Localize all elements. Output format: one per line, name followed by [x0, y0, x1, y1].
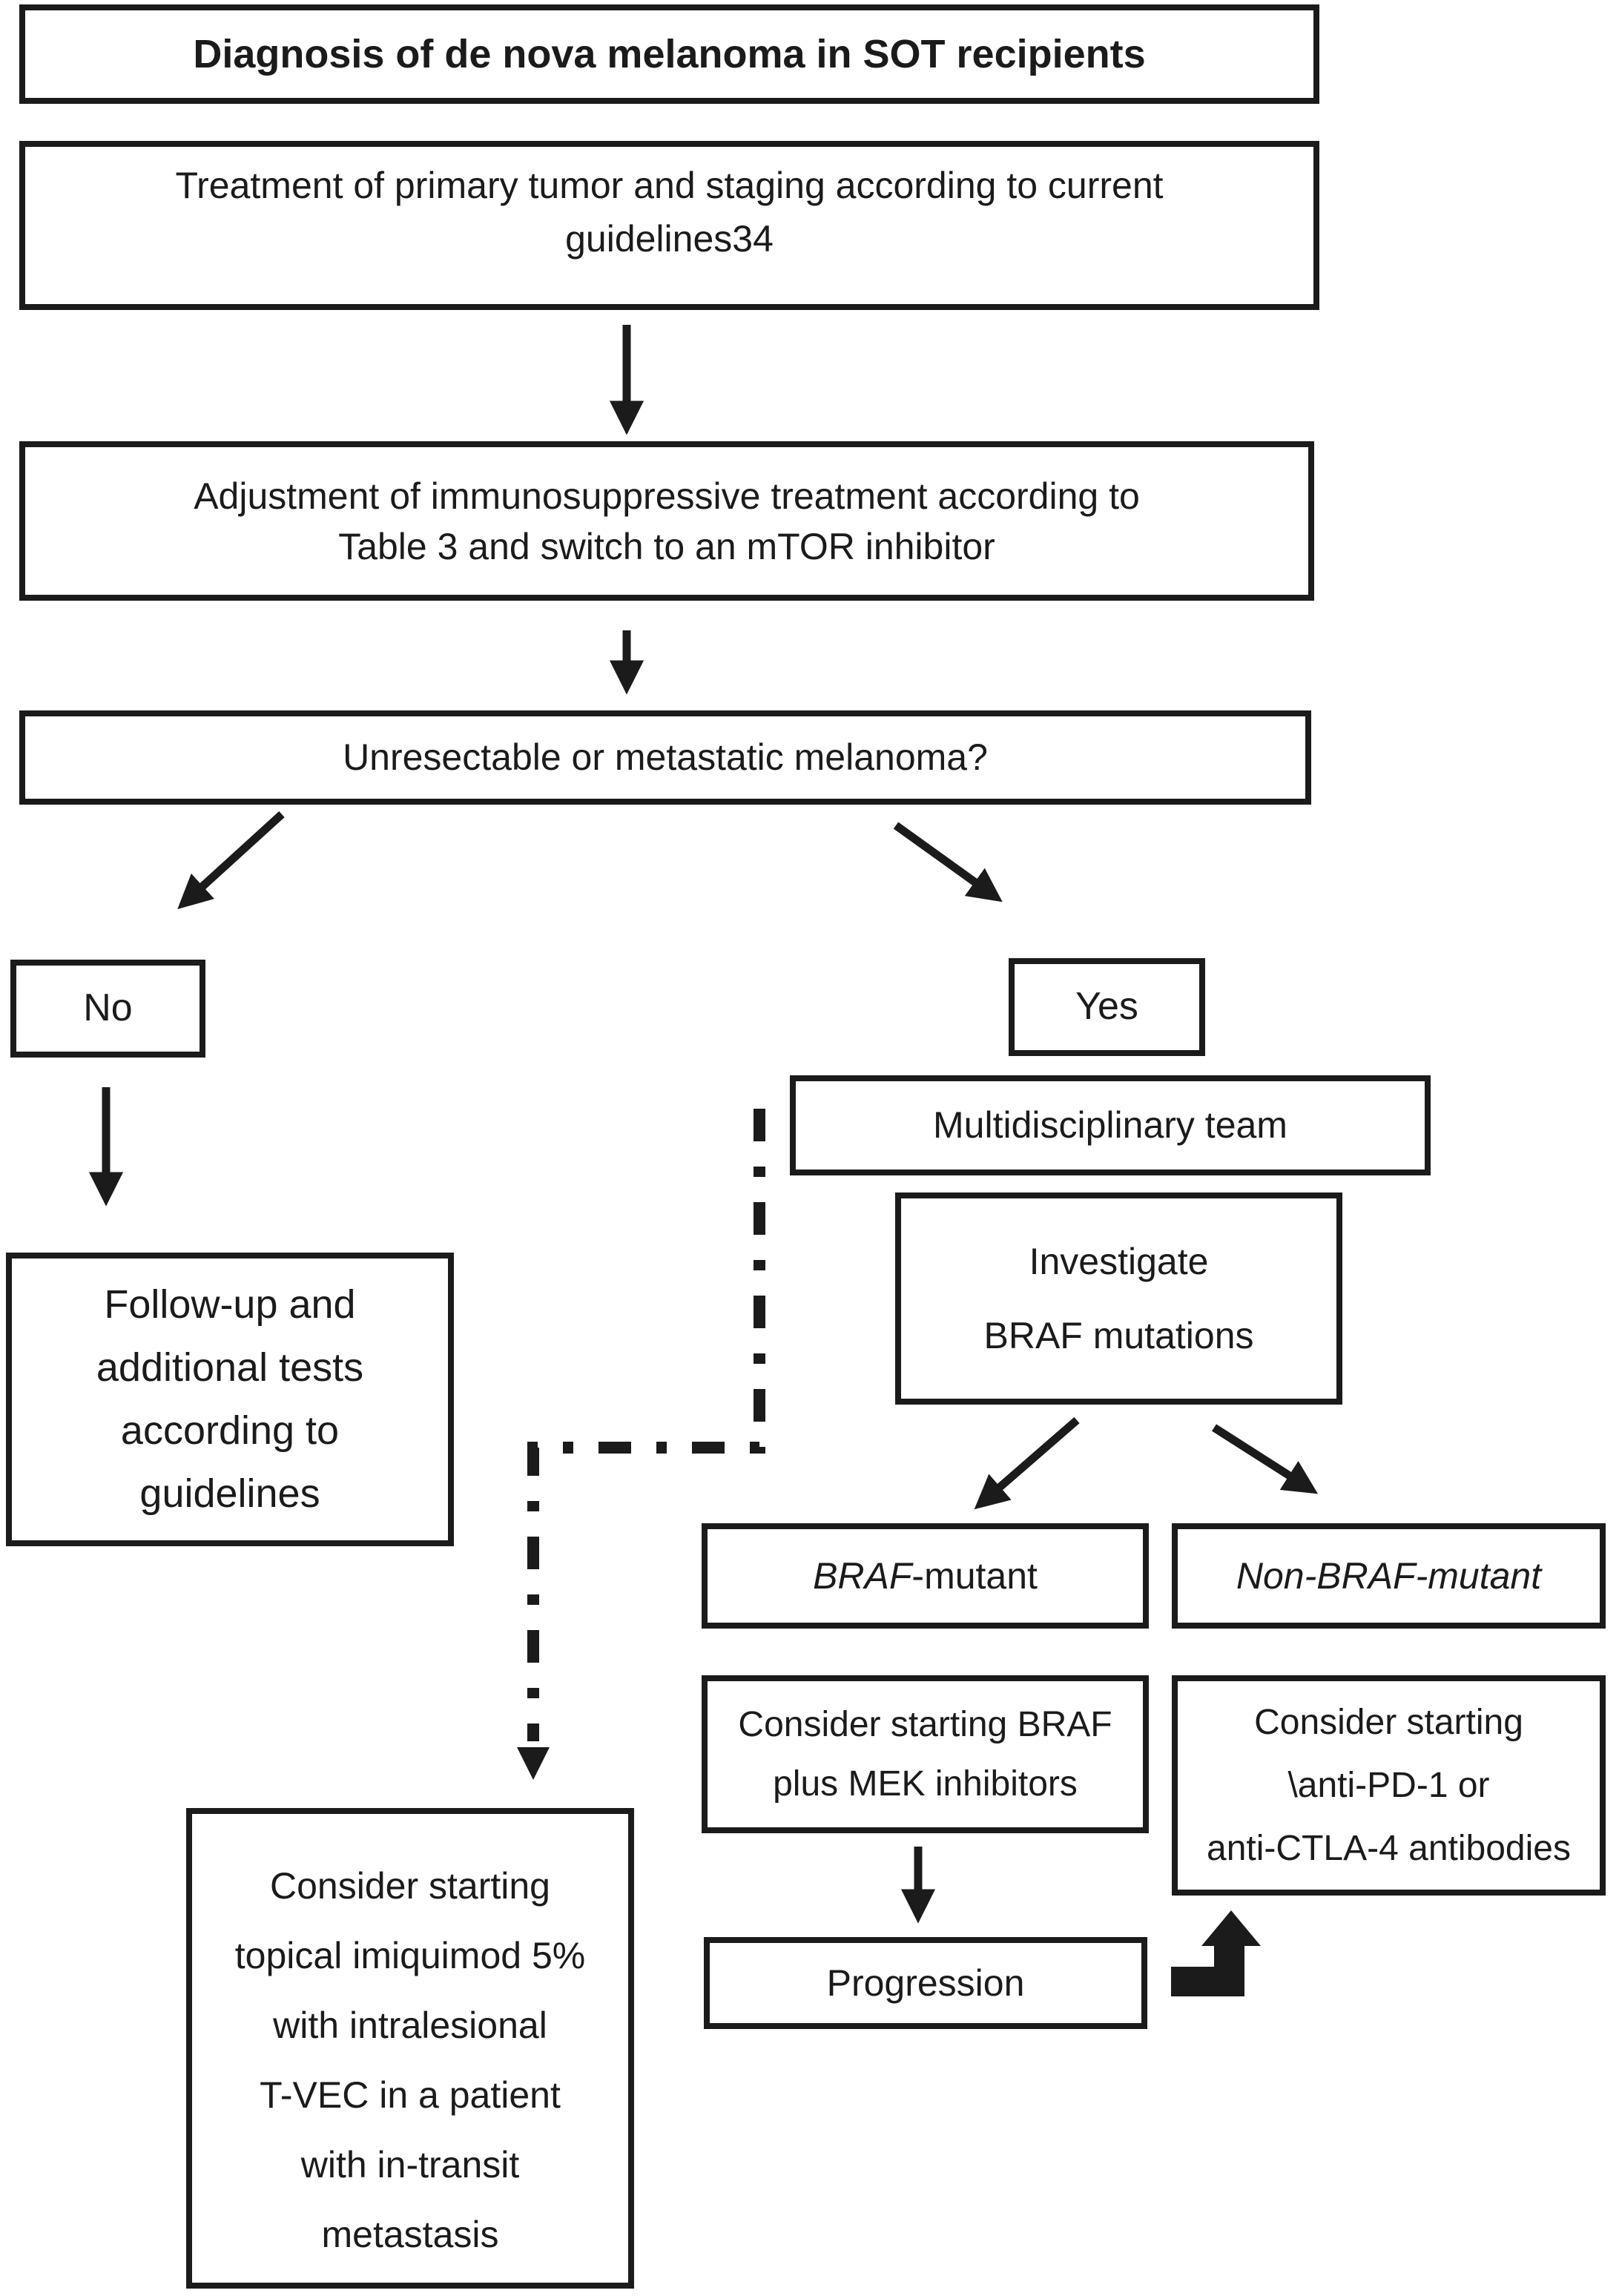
imiquimod-line-2: topical imiquimod 5% [234, 1935, 586, 1976]
consider-braf-mek-box: Consider starting BRAF plus MEK inhibito… [702, 1675, 1149, 1833]
investigate-braf-box: Investigate BRAF mutations [895, 1192, 1342, 1405]
treatment-primary-tumor-box: Treatment of primary tumor and staging a… [19, 141, 1319, 310]
braf-mutant-gene: BRAF [813, 1554, 912, 1597]
followup-line-4: guidelines [139, 1471, 320, 1516]
followup-line-3: according to [120, 1408, 340, 1453]
arrow-investigate-to-non-braf-mutant [1212, 1424, 1319, 1494]
no-box: No [10, 960, 205, 1058]
followup-line-1: Follow-up and [104, 1282, 356, 1327]
multidisciplinary-team-box: Multidisciplinary team [790, 1075, 1431, 1175]
unresectable-question-box: Unresectable or metastatic melanoma? [19, 710, 1311, 805]
followup-line-2: additional tests [96, 1345, 364, 1390]
investigate-line-1: Investigate [1029, 1241, 1209, 1282]
multidisciplinary-label: Multidisciplinary team [933, 1104, 1287, 1146]
investigate-line-2: BRAF mutations [983, 1315, 1254, 1356]
consider-antibodies-line-3: anti-CTLA-4 antibodies [1207, 1829, 1571, 1868]
dashdot-multidisciplinary-to-imiquimod [527, 1109, 765, 1741]
imiquimod-line-3: with intralesional [273, 2005, 547, 2046]
treatment-line-2: guidelines34 [565, 218, 774, 260]
title-text: Diagnosis of de nova melanoma in SOT rec… [193, 31, 1146, 76]
arrow-question-to-no [177, 811, 285, 909]
treatment-line-1: Treatment of primary tumor and staging a… [175, 165, 1164, 206]
arrow-investigate-to-braf-mutant [974, 1416, 1080, 1510]
adjustment-line-2: Table 3 and switch to an mTOR inhibitor [338, 525, 995, 567]
braf-mutant-suffix: -mutant [911, 1554, 1038, 1597]
dashdot-arrowhead [517, 1747, 550, 1780]
braf-mutant-box: BRAF-mutant [702, 1523, 1149, 1629]
consider-braf-line-2: plus MEK inhibitors [773, 1764, 1078, 1804]
non-braf-mutant-label: Non-BRAF-mutant [1236, 1554, 1542, 1597]
title-box: Diagnosis of de nova melanoma in SOT rec… [19, 4, 1319, 104]
imiquimod-line-6: metastasis [321, 2214, 499, 2255]
no-label: No [83, 986, 133, 1030]
arrow-question-to-yes [893, 822, 1003, 903]
consider-antibodies-line-1: Consider starting [1254, 1703, 1523, 1742]
imiquimod-line-4: T-VEC in a patient [260, 2074, 561, 2116]
imiquimod-line-1: Consider starting [270, 1865, 550, 1907]
progression-label: Progression [826, 1962, 1025, 2004]
followup-box: Follow-up and additional tests according… [6, 1253, 454, 1546]
imiquimod-line-5: with in-transit [300, 2144, 520, 2186]
imiquimod-tvec-box: Consider starting topical imiquimod 5% w… [186, 1808, 634, 2289]
consider-braf-line-1: Consider starting BRAF [738, 1704, 1112, 1744]
yes-box: Yes [1009, 958, 1205, 1056]
question-text: Unresectable or metastatic melanoma? [343, 736, 988, 778]
immunosuppressive-adjustment-box: Adjustment of immunosuppressive treatmen… [19, 441, 1314, 601]
progression-box: Progression [704, 1937, 1147, 2029]
yes-label: Yes [1075, 985, 1138, 1029]
bent-arrow-progression-to-antibodies [1171, 1910, 1261, 1996]
adjustment-line-1: Adjustment of immunosuppressive treatmen… [194, 475, 1140, 517]
consider-antibodies-line-2: \anti-PD-1 or [1287, 1766, 1490, 1805]
non-braf-mutant-box: Non-BRAF-mutant [1172, 1523, 1606, 1629]
consider-antibodies-box: Consider starting \anti-PD-1 or anti-CTL… [1172, 1675, 1606, 1896]
